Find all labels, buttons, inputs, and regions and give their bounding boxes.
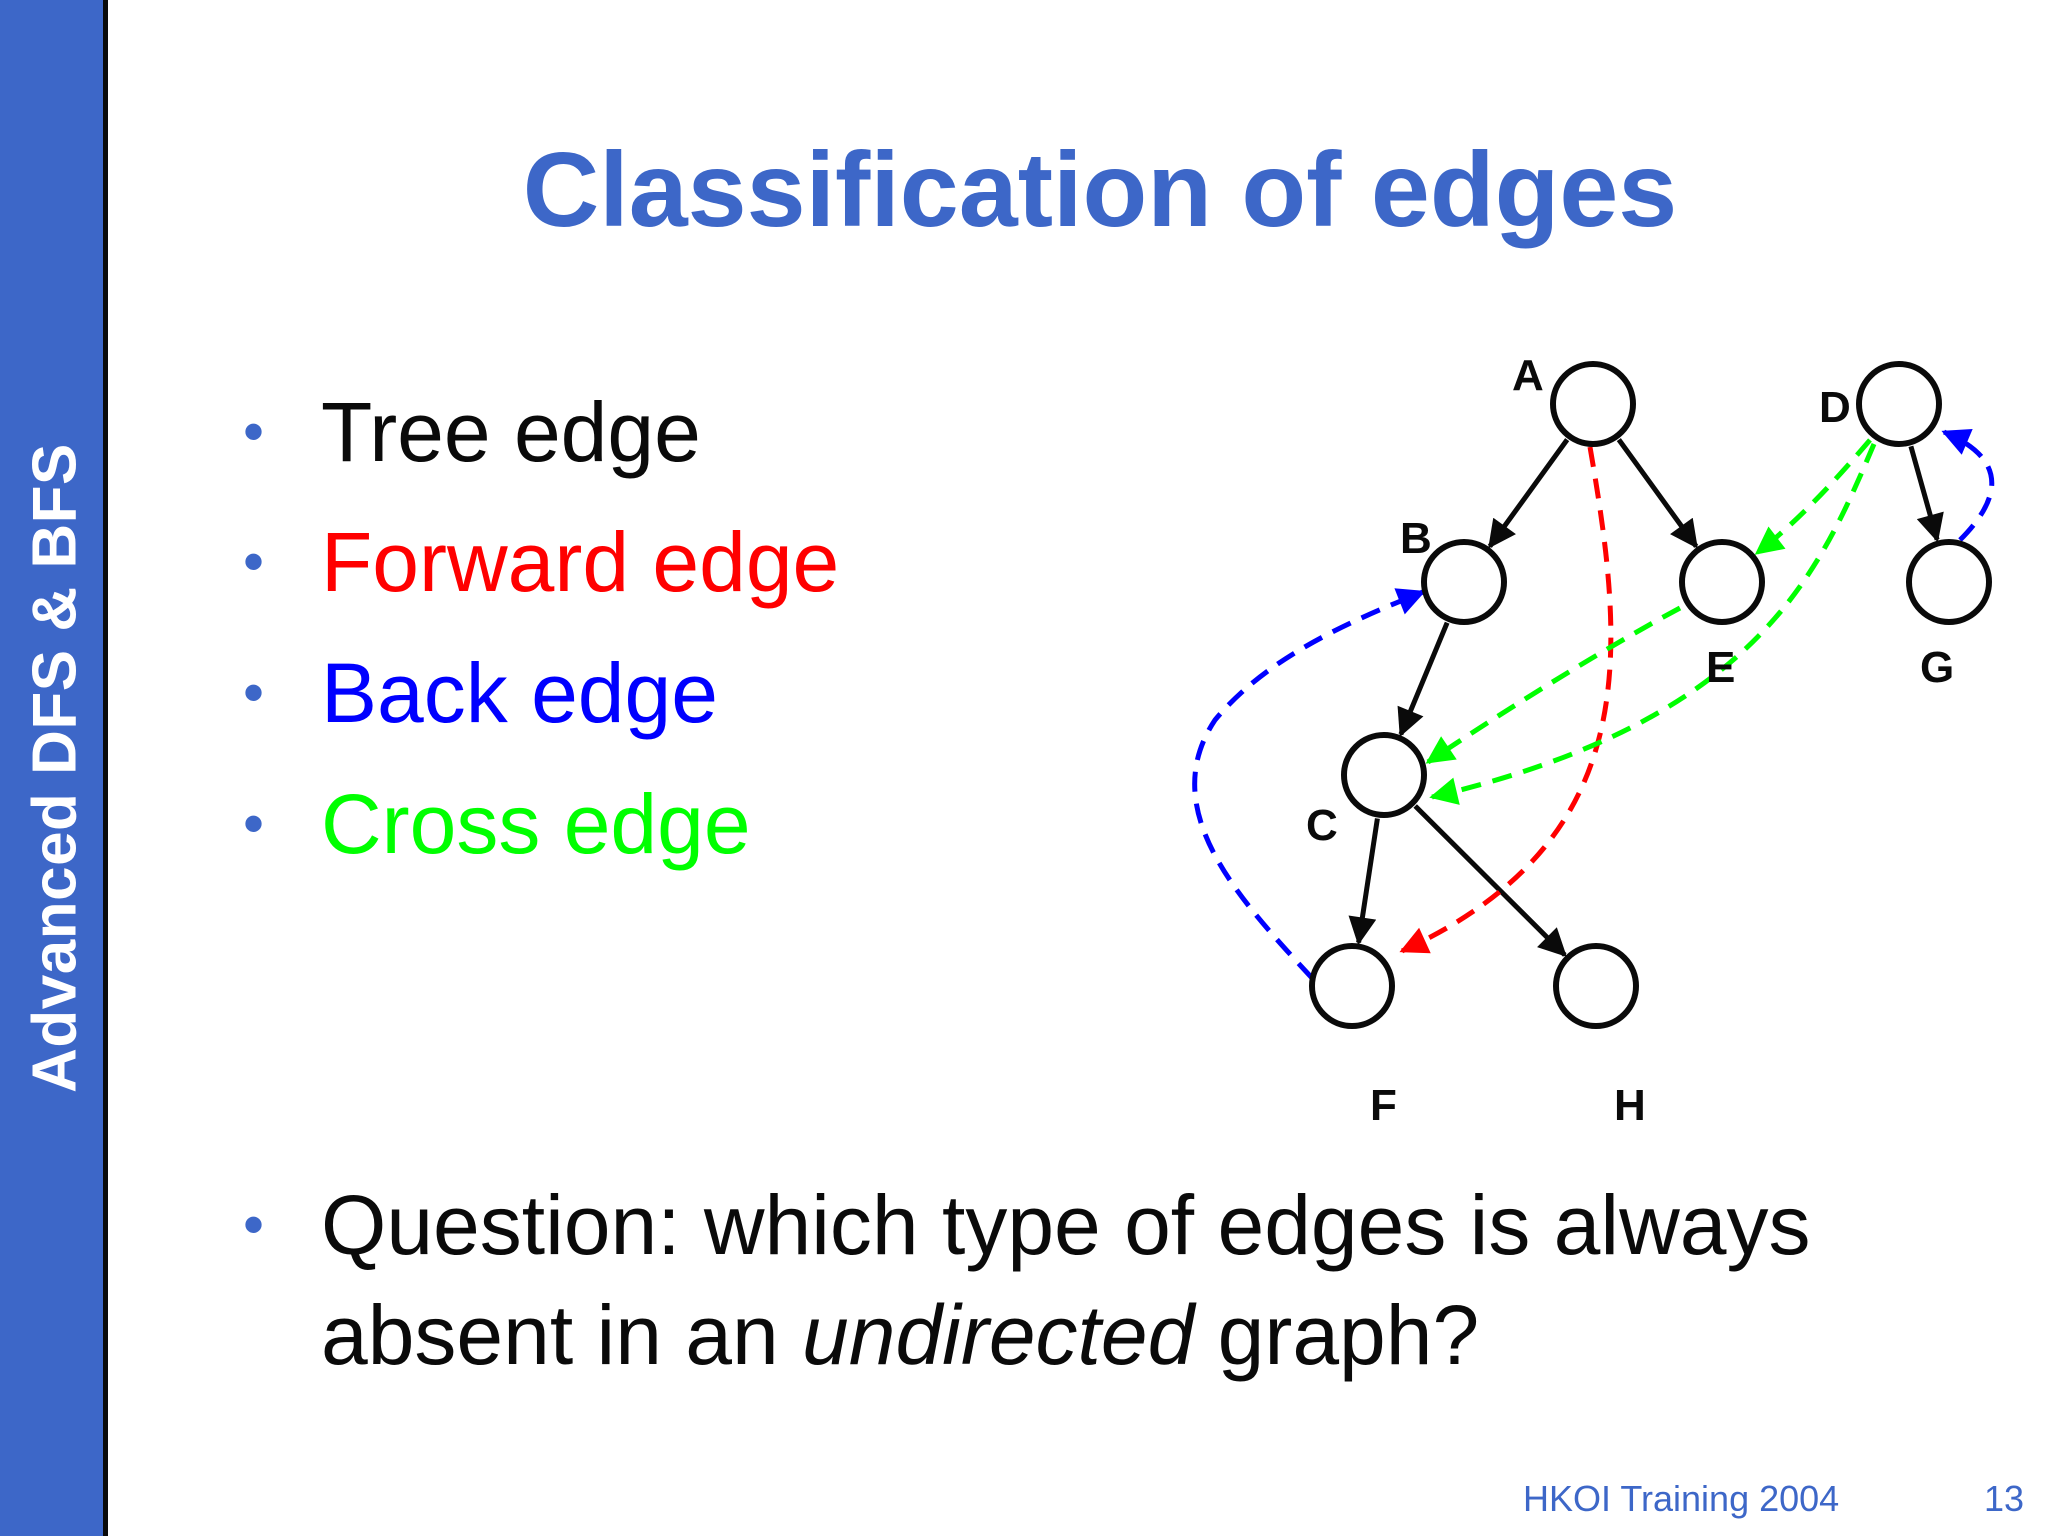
graph-node-e (1679, 539, 1765, 625)
question-bullet: • Question: which type of edges is alway… (243, 1170, 2001, 1390)
slide-title: Classification of edges (522, 131, 1678, 249)
label-layer: A B C D E F G H (1306, 351, 1954, 1130)
question-text: Question: which type of edges is always … (321, 1170, 2001, 1390)
question-text-end: graph? (1194, 1288, 1480, 1382)
tree-edge-c-f (1348, 818, 1380, 946)
bullet-text: Back edge (321, 646, 718, 740)
bullet-text: Forward edge (321, 515, 840, 609)
graph-node-b (1421, 539, 1507, 625)
node-label-g: G (1920, 643, 1954, 692)
question-text-start: Question: which type of edges is always … (321, 1178, 1811, 1382)
sidebar-divider (103, 0, 108, 1536)
bullet-dot-icon: • (243, 1191, 265, 1258)
node-layer (1309, 361, 1992, 1029)
tree-edge-c-h (1413, 804, 1567, 957)
back-edge-f-b (1192, 588, 1426, 980)
edge-layer (1192, 428, 1995, 980)
bullet-dot-icon: • (243, 659, 265, 726)
graph-node-a (1550, 361, 1636, 447)
graph-node-h (1553, 943, 1639, 1029)
graph-node-d (1856, 361, 1942, 447)
graph-node-f (1309, 943, 1395, 1029)
bullet-dot-icon: • (243, 398, 265, 465)
graph-node-c (1341, 732, 1427, 818)
forward-edge-a-f (1399, 446, 1614, 954)
bullet-dot-icon: • (243, 528, 265, 595)
cross-edge-d-c (1429, 443, 1877, 805)
graph-node-g (1906, 539, 1992, 625)
node-label-d: D (1819, 383, 1851, 432)
tree-edge-a-b (1487, 438, 1570, 549)
bullet-text: Tree edge (321, 385, 701, 479)
footer-event: HKOI Training 2004 (1523, 1478, 1840, 1519)
tree-edge-a-e (1616, 438, 1699, 549)
bullet-dot-icon: • (243, 790, 265, 857)
question-emphasis: undirected (802, 1288, 1195, 1382)
node-label-f: F (1370, 1081, 1397, 1130)
back-edge-g-d (1941, 428, 1995, 542)
tree-edge-b-c (1397, 621, 1450, 737)
cross-edge-e-c (1425, 605, 1682, 765)
node-label-a: A (1512, 351, 1544, 400)
tree-edge-d-g (1908, 445, 1944, 543)
sidebar-band: Advanced DFS & BFS (0, 0, 103, 1536)
node-label-c: C (1306, 801, 1338, 850)
node-label-h: H (1614, 1081, 1646, 1130)
node-label-b: B (1400, 514, 1432, 563)
bullet-text: Cross edge (321, 777, 751, 871)
node-label-e: E (1706, 643, 1735, 692)
footer-page-number: 13 (1984, 1478, 2025, 1519)
cross-edge-d-e (1754, 438, 1872, 555)
